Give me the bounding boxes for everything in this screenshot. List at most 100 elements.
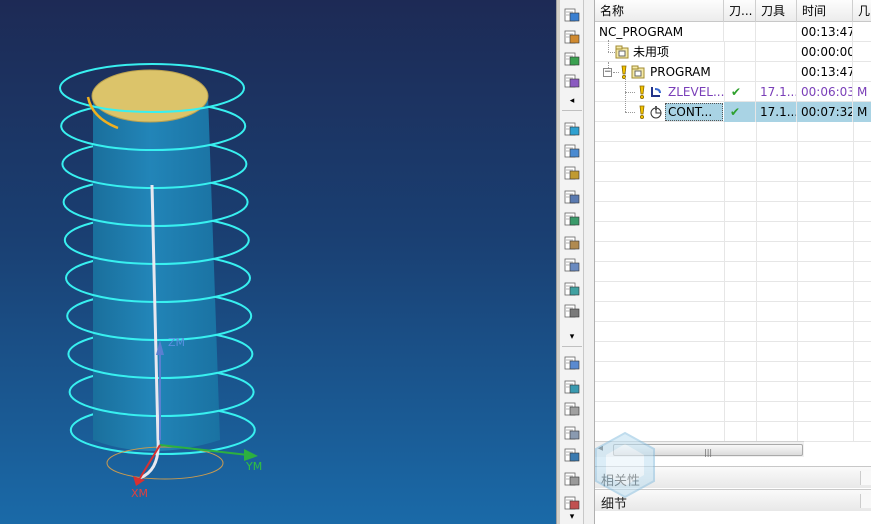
details-panel-header[interactable]: 细节 xyxy=(595,489,871,512)
contour-operation-icon xyxy=(649,105,663,119)
toolpath-ring-front xyxy=(61,163,248,189)
toolbar-more-icon[interactable]: ▾ xyxy=(569,332,575,342)
verify-toolpath-icon[interactable] xyxy=(563,164,581,182)
properties-icon[interactable] xyxy=(563,446,581,464)
empty-row xyxy=(595,362,871,382)
empty-row xyxy=(595,422,871,442)
column-header-time[interactable]: 时间 xyxy=(797,0,853,22)
row-tool xyxy=(756,22,797,42)
empty-row xyxy=(595,162,871,182)
row-geometry xyxy=(853,62,871,82)
row-time: 00:06:03 xyxy=(797,82,853,102)
toolpath-ring-front xyxy=(66,315,253,341)
toolbar-separator xyxy=(562,346,582,347)
edit-icon[interactable] xyxy=(563,470,581,488)
toolbar-more-icon[interactable]: ▾ xyxy=(569,512,575,522)
row-tool-status xyxy=(724,22,756,42)
dependencies-panel-header[interactable]: 相关性 xyxy=(595,466,871,489)
scrollbar-thumb[interactable]: ||| xyxy=(613,444,803,457)
row-time: 00:13:47 xyxy=(797,62,853,82)
toolpath-ring-front xyxy=(63,239,250,265)
row-geometry xyxy=(853,22,871,42)
tool-axis-line xyxy=(139,184,160,480)
empty-row xyxy=(595,282,871,302)
toolpath-ring-back xyxy=(59,63,245,89)
row-time: 00:07:32 xyxy=(797,102,853,122)
close-icon[interactable] xyxy=(563,494,581,512)
ym-axis xyxy=(159,444,249,456)
selection-highlight xyxy=(665,103,723,121)
generate-toolpath-icon[interactable] xyxy=(563,142,581,160)
row-name: ZLEVEL... xyxy=(668,85,724,99)
create-tool-icon[interactable] xyxy=(563,28,581,46)
graphics-viewport[interactable]: ZM YM XM xyxy=(0,0,556,524)
table-row-program[interactable]: − PROGRAM 00:13:47 xyxy=(595,62,871,82)
shop-doc-icon[interactable] xyxy=(563,234,581,252)
table-row-unused-items[interactable]: 未用项 00:00:00 xyxy=(595,40,871,62)
dependencies-label: 相关性 xyxy=(601,474,641,489)
zlevel-operation-icon xyxy=(649,85,663,99)
column-header-geometry[interactable]: 几 xyxy=(853,0,871,22)
tool-ok-check-icon: ✔ xyxy=(724,82,756,102)
spiral-toolpath-front xyxy=(59,87,256,455)
list-toolpath-icon[interactable] xyxy=(563,188,581,206)
program-group-icon xyxy=(631,65,645,79)
scroll-left-icon[interactable]: ◂ xyxy=(598,443,604,454)
column-header-tool-status[interactable]: 刀... xyxy=(724,0,756,22)
zm-label: ZM xyxy=(168,336,185,349)
empty-row xyxy=(595,122,871,142)
zm-arrow xyxy=(156,340,164,355)
empty-row xyxy=(595,402,871,422)
operation-navigator: 名称 刀... 刀具 时间 几 NC_PROGRAM 00:13:47 未用项 … xyxy=(594,0,871,524)
details-label: 细节 xyxy=(601,497,628,512)
row-tool-status xyxy=(724,62,756,82)
toolpath-ring-front xyxy=(62,201,249,227)
row-geometry xyxy=(853,42,871,62)
toolpath-ring-front xyxy=(68,391,255,417)
paste-icon[interactable] xyxy=(563,378,581,396)
row-name: NC_PROGRAM xyxy=(595,22,724,42)
create-method-icon[interactable] xyxy=(563,72,581,90)
copy-icon[interactable] xyxy=(563,354,581,372)
tool-ok-check-icon: ✔ xyxy=(724,102,756,122)
horizontal-scrollbar[interactable]: ◂ ||| xyxy=(595,441,804,457)
create-operation-icon[interactable] xyxy=(563,120,581,138)
row-tool-status xyxy=(724,42,756,62)
panel-splitter[interactable] xyxy=(556,0,560,524)
row-time: 00:00:00 xyxy=(797,42,853,62)
machine-control-icon[interactable] xyxy=(563,280,581,298)
warning-icon xyxy=(635,85,645,99)
cut-icon[interactable] xyxy=(563,302,581,320)
empty-row xyxy=(595,302,871,322)
table-row-nc-program[interactable]: NC_PROGRAM 00:13:47 xyxy=(595,22,871,42)
ym-arrow xyxy=(244,449,258,461)
xm-axis xyxy=(139,444,161,479)
panel-edge xyxy=(860,471,871,485)
row-tool xyxy=(756,62,797,82)
create-program-icon[interactable] xyxy=(563,6,581,24)
empty-row xyxy=(595,382,871,402)
create-geometry-icon[interactable] xyxy=(563,50,581,68)
empty-row xyxy=(595,202,871,222)
toolbar-scroll-up-icon[interactable]: ◂ xyxy=(569,96,575,106)
toolpath-ring-front xyxy=(65,277,251,303)
output-cls-icon[interactable] xyxy=(563,256,581,274)
row-tool: 17.1... xyxy=(756,82,797,102)
delete-icon[interactable] xyxy=(563,400,581,418)
row-tool: 17.1... xyxy=(756,102,797,122)
part-3d-view: ZM YM XM xyxy=(59,63,262,500)
toolbar-separator xyxy=(562,110,582,111)
warning-icon xyxy=(635,105,645,119)
column-header-tool[interactable]: 刀具 xyxy=(756,0,797,22)
table-row-zlevel-operation[interactable]: ZLEVEL... ✔ 17.1... 00:06:03 M xyxy=(595,72,871,102)
row-name: PROGRAM xyxy=(650,65,711,79)
rename-icon[interactable] xyxy=(563,424,581,442)
column-header-name[interactable]: 名称 xyxy=(595,0,724,22)
table-row-contour-operation[interactable]: CONT... ✔ 17.1... 00:07:32 M xyxy=(595,92,871,122)
collapse-toggle[interactable]: − xyxy=(603,67,612,77)
empty-row xyxy=(595,262,871,282)
xm-arrow xyxy=(133,476,145,486)
empty-row xyxy=(595,322,871,342)
postprocess-icon[interactable] xyxy=(563,210,581,228)
resource-toolbar: ◂ ▾ ▾ xyxy=(560,0,584,524)
